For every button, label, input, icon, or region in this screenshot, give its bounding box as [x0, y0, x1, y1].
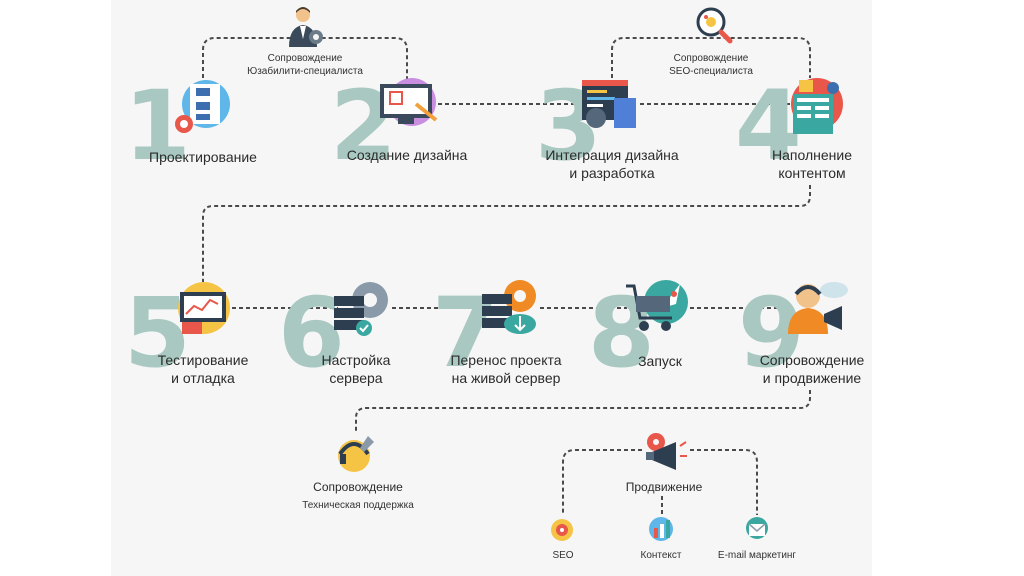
promotion-title: Продвижение	[625, 480, 703, 494]
usability-support-line2: Юзабилити-специалиста	[247, 66, 363, 77]
promotion-item-seo: SEO	[552, 550, 574, 561]
email-envelope-icon	[746, 517, 768, 539]
seo-support-line1: Сопровождение	[673, 53, 749, 64]
seo-support-label: Сопровождение SEO-специалиста	[669, 52, 753, 78]
step-label-9: Сопровождение и продвижение	[760, 351, 865, 387]
usability-specialist-icon	[289, 7, 323, 47]
server-cloud-icon	[482, 280, 536, 334]
server-gear-icon	[334, 282, 388, 336]
connector-promo-right	[690, 449, 758, 515]
step-label-7: Перенос проекта на живой сервер	[450, 351, 561, 387]
megaphone-icon	[646, 433, 687, 470]
testing-monitor-icon	[178, 282, 230, 334]
promotion-item-email: E-mail маркетинг	[717, 550, 797, 561]
step-label-6-line1: Настройка	[321, 352, 391, 368]
step-label-4-line1: Наполнение	[772, 147, 852, 163]
step-label-5: Тестирование и отладка	[158, 351, 249, 387]
step-label-5-line2: и отладка	[171, 370, 235, 386]
step-label-5-line1: Тестирование	[157, 352, 249, 368]
seo-magnifier-icon	[696, 7, 733, 44]
step-label-6: Настройка сервера	[322, 351, 391, 387]
step-label-4: Наполнение контентом	[772, 146, 852, 182]
code-screens-icon	[582, 80, 636, 128]
tech-support-icon	[338, 436, 374, 472]
connector-promo-left	[562, 449, 642, 515]
tech-support-title: Сопровождение	[313, 480, 403, 494]
step-label-2: Создание дизайна	[346, 147, 468, 163]
step-label-3-line2: и разработка	[569, 165, 655, 181]
seo-target-icon	[551, 519, 573, 541]
step-number-6: 6	[278, 277, 345, 389]
diagram-panel	[111, 0, 872, 576]
cart-rocket-icon	[626, 280, 688, 331]
tech-support-subtitle: Техническая поддержка	[302, 500, 414, 511]
step-label-6-line2: сервера	[329, 370, 383, 386]
step-label-7-line2: на живой сервер	[451, 370, 561, 386]
support-person-megaphone-icon	[788, 282, 848, 334]
usability-support-line1: Сопровождение	[267, 53, 343, 64]
seo-support-line2: SEO-специалиста	[669, 66, 753, 77]
connector-9-support	[355, 390, 811, 432]
context-chart-icon	[649, 517, 673, 541]
step-label-3-line1: Интеграция дизайна	[545, 147, 679, 163]
content-table-icon	[791, 78, 843, 134]
step-label-1: Проектирование	[149, 149, 257, 165]
step-label-9-line1: Сопровождение	[759, 352, 865, 368]
promotion-item-context: Контекст	[640, 550, 682, 561]
flowchart-gear-icon	[175, 80, 230, 133]
usability-support-label: Сопровождение Юзабилити-специалиста	[247, 52, 363, 78]
step-number-4: 4	[735, 70, 802, 182]
step-label-7-line1: Перенос проекта	[450, 352, 562, 368]
step-label-3: Интеграция дизайна и разработка	[545, 146, 678, 182]
connector-4-5	[202, 185, 811, 282]
step-label-9-line2: и продвижение	[762, 370, 862, 386]
step-label-4-line2: контентом	[778, 165, 846, 181]
connector-usability	[202, 37, 408, 82]
step-label-8: Запуск	[638, 353, 682, 369]
design-monitor-icon	[380, 78, 438, 126]
connector-seo	[611, 37, 811, 78]
